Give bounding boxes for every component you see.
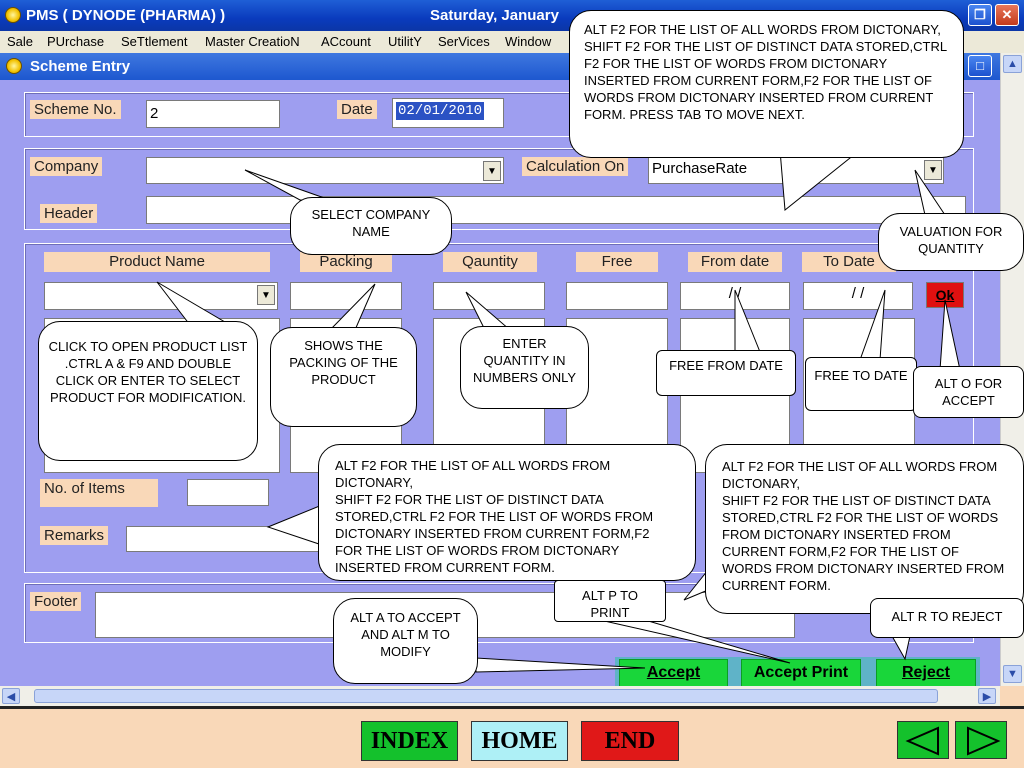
app-title: PMS ( DYNODE (PHARMA) ) (26, 7, 226, 24)
scheme-no-label: Scheme No. (30, 100, 121, 119)
scroll-down-icon[interactable]: ▼ (1003, 665, 1022, 683)
home-button[interactable]: HOME (471, 721, 568, 761)
items-label: No. of Items (40, 479, 158, 507)
previous-button[interactable] (897, 721, 949, 759)
callout-select-company: SELECT COMPANY NAME (290, 197, 452, 255)
calculation-on-label: Calculation On (522, 157, 629, 176)
callout-valuation: VALUATION FOR QUANTITY (878, 213, 1024, 271)
callout-quantity: ENTER QUANTITY IN NUMBERS ONLY (460, 326, 589, 409)
child-window-icon (6, 58, 22, 74)
menu-services[interactable]: SerVices (438, 34, 490, 49)
company-panel (24, 148, 974, 230)
scroll-right-icon[interactable]: ▶ (978, 688, 996, 704)
close-window-icon[interactable]: ✕ (995, 4, 1019, 26)
app-icon (5, 7, 21, 23)
pointer-quantity (465, 291, 512, 331)
col-to-date: To Date (802, 252, 896, 272)
menu-account[interactable]: ACcount (321, 34, 371, 49)
scheme-no-field[interactable]: 2 (146, 100, 280, 128)
callout-alt-p: ALT P TO PRINT (554, 580, 666, 622)
callout-alt-r: ALT R TO REJECT (870, 598, 1024, 638)
callout-top-right: ALT F2 FOR THE LIST OF ALL WORDS FROM DI… (569, 10, 964, 158)
company-label: Company (30, 157, 103, 176)
company-select[interactable] (146, 157, 504, 184)
quantity-input[interactable] (433, 282, 545, 310)
pointer-company (244, 169, 331, 201)
restore-window-icon[interactable]: ❐ (968, 4, 992, 26)
col-from-date: From date (688, 252, 782, 272)
menu-purchase[interactable]: PUrchase (47, 34, 105, 49)
callout-middle: ALT F2 FOR THE LIST OF ALL WORDS FROM DI… (318, 444, 696, 581)
company-dropdown-icon[interactable]: ▼ (483, 161, 501, 181)
horizontal-scrollbar[interactable]: ◀ ▶ (0, 686, 1000, 706)
scroll-up-icon[interactable]: ▲ (1003, 55, 1022, 73)
menu-settlement[interactable]: SeTtlement (121, 34, 188, 49)
header-field[interactable] (146, 196, 966, 224)
accept-print-label: Accept Print (753, 664, 849, 681)
date-value: 02/01/2010 (396, 102, 485, 120)
pointer-valuation (914, 169, 946, 216)
navigation-bar: INDEX HOME END (0, 706, 1024, 768)
header-label: Header (40, 204, 98, 223)
pointer-alt-o (939, 299, 961, 371)
callout-alt-o: ALT O FOR ACCEPT (913, 366, 1024, 418)
pointer-free-from (734, 289, 761, 353)
menu-utility[interactable]: UtilitY (388, 34, 422, 49)
footer-label: Footer (30, 592, 82, 611)
items-count-field[interactable] (187, 479, 269, 506)
title-date: Saturday, January (430, 7, 559, 24)
menu-window[interactable]: Window (505, 34, 552, 49)
callout-free-from: FREE FROM DATE (656, 350, 796, 396)
packing-input[interactable] (290, 282, 402, 310)
calculation-dropdown-icon[interactable]: ▼ (924, 160, 942, 180)
pointer-top-right (779, 149, 862, 211)
callout-right: ALT F2 FOR THE LIST OF ALL WORDS FROM DI… (705, 444, 1024, 614)
menu-sale[interactable]: Sale (7, 34, 34, 49)
index-button[interactable]: INDEX (361, 721, 458, 761)
product-name-select[interactable] (44, 282, 278, 310)
next-arrow-icon (967, 726, 1001, 756)
date-label: Date (337, 100, 377, 119)
callout-product: CLICK TO OPEN PRODUCT LIST .CTRL A & F9 … (38, 321, 258, 461)
scroll-left-icon[interactable]: ◀ (2, 688, 20, 704)
child-maximize-icon[interactable]: □ (968, 55, 992, 77)
accept-button[interactable]: Accept (619, 659, 728, 687)
scroll-thumb[interactable] (34, 689, 938, 703)
pointer-product (156, 281, 232, 326)
accept-print-button[interactable]: Accept Print (741, 659, 861, 687)
col-quantity: Qauntity (443, 252, 537, 272)
scheme-panel (24, 92, 974, 137)
pointer-middle (266, 504, 323, 546)
col-packing: Packing (300, 252, 392, 272)
calculation-on-value: PurchaseRate (652, 160, 748, 177)
reject-label: Reject (901, 664, 951, 681)
next-button[interactable] (955, 721, 1007, 759)
date-field[interactable]: 02/01/2010 (392, 98, 504, 128)
callout-packing: SHOWS THE PACKING OF THE PRODUCT (270, 327, 417, 427)
pointer-alt-r (891, 635, 911, 661)
col-free: Free (576, 252, 658, 272)
callout-free-to: FREE TO DATE (805, 357, 917, 411)
child-window-title: Scheme Entry (30, 58, 131, 75)
end-button[interactable]: END (581, 721, 679, 761)
col-product-name: Product Name (44, 252, 270, 272)
to-date-input[interactable]: / / (803, 282, 913, 310)
pointer-free-to (859, 289, 886, 361)
pointer-alt-p (599, 619, 791, 664)
accept-label: Accept (646, 664, 701, 681)
menu-master-creation[interactable]: Master CreatioN (205, 34, 300, 49)
pointer-alt-a (475, 657, 646, 673)
previous-arrow-icon (905, 726, 939, 756)
callout-alt-a: ALT A TO ACCEPT AND ALT M TO MODIFY (333, 598, 478, 684)
free-input[interactable] (566, 282, 668, 310)
remarks-label: Remarks (40, 526, 109, 545)
product-dropdown-icon[interactable]: ▼ (257, 285, 275, 305)
pointer-packing (328, 283, 376, 331)
